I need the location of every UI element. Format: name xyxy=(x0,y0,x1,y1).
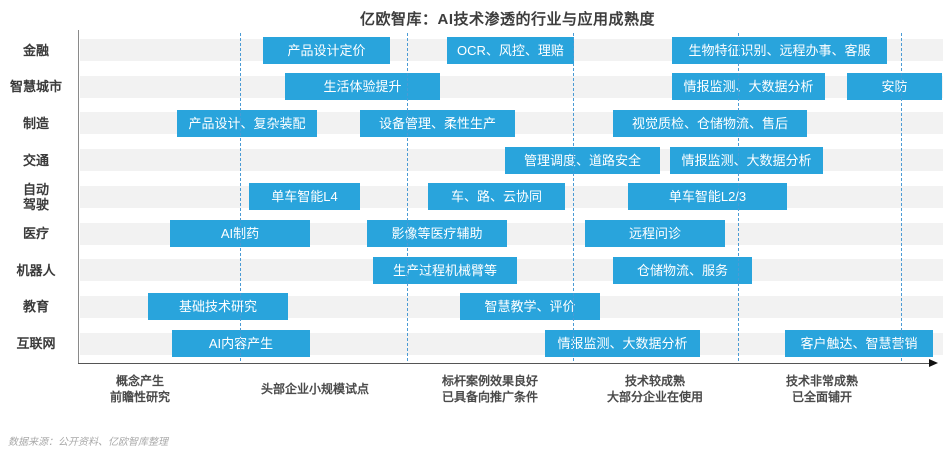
application-box: 客户触达、智慧营销 xyxy=(785,330,933,358)
application-box: 远程问诊 xyxy=(585,220,725,247)
industry-label: 医疗 xyxy=(22,226,49,241)
x-axis-arrow-icon xyxy=(929,359,938,367)
application-box: OCR、风控、理赔 xyxy=(447,36,574,64)
maturity-stage-label: 技术非常成熟已全面铺开 xyxy=(732,373,912,405)
application-box: 生产过程机械臂等 xyxy=(373,256,517,284)
industry-label: 金融 xyxy=(22,42,49,58)
industry-label: 互联网 xyxy=(16,336,56,352)
application-box: AI内容产生 xyxy=(172,330,310,358)
stage-separator-dashed-line xyxy=(407,33,408,361)
stage-label-line: 已全面铺开 xyxy=(791,390,852,404)
industry-label: 制造 xyxy=(22,115,49,131)
maturity-stage-label: 头部企业小规模试点 xyxy=(225,373,405,397)
industry-label: 自动 驾驶 xyxy=(22,181,49,212)
industry-label: 智慧城市 xyxy=(9,79,62,95)
stage-label-line: 前瞻性研究 xyxy=(109,390,170,404)
x-axis-line xyxy=(78,363,933,364)
industry-label: 机器人 xyxy=(16,262,56,278)
stage-label-line: 标杆案例效果良好 xyxy=(441,374,538,388)
stage-label-line: 头部企业小规模试点 xyxy=(260,382,369,396)
data-source-note: 数据来源：公开资料、亿欧智库整理 xyxy=(8,437,168,448)
chart-title: 亿欧智库：AI技术渗透的行业与应用成熟度 xyxy=(359,11,655,28)
application-box: 车、路、云协同 xyxy=(428,183,565,211)
application-box: 仓储物流、服务 xyxy=(613,256,752,284)
application-box: 单车智能L2/3 xyxy=(628,183,787,211)
application-box: 管理调度、道路安全 xyxy=(505,146,660,174)
application-box: 智慧教学、评价 xyxy=(460,293,600,321)
stage-separator-dashed-line xyxy=(738,33,739,361)
application-box: 情报监测、大数据分析 xyxy=(545,330,700,358)
stage-label-line: 已具备向推广条件 xyxy=(441,390,538,404)
application-box: 生物特征识别、远程办事、客服 xyxy=(672,36,887,64)
stage-separator-dashed-line xyxy=(240,33,241,361)
stage-label-line: 技术非常成熟 xyxy=(785,374,858,388)
application-box: 情报监测、大数据分析 xyxy=(670,146,823,174)
maturity-stage-label: 标杆案例效果良好已具备向推广条件 xyxy=(400,373,580,405)
maturity-stage-label: 概念产生前瞻性研究 xyxy=(50,373,230,405)
industry-label: 教育 xyxy=(22,299,49,315)
application-box: 单车智能L4 xyxy=(249,183,360,211)
maturity-stage-label: 技术较成熟大部分企业在使用 xyxy=(565,373,745,405)
application-box: 设备管理、柔性生产 xyxy=(360,109,515,137)
y-axis-line xyxy=(78,30,79,364)
application-box: 产品设计、复杂装配 xyxy=(177,109,317,137)
stage-label-line: 概念产生 xyxy=(115,374,164,388)
stage-label-line: 技术较成熟 xyxy=(624,374,685,388)
application-box: 基础技术研究 xyxy=(148,293,288,321)
industry-label: 交通 xyxy=(22,152,49,168)
stage-separator-dashed-line xyxy=(901,33,902,361)
application-box: 生活体验提升 xyxy=(285,73,440,101)
application-box: 影像等医疗辅助 xyxy=(367,220,507,247)
stage-separator-dashed-line xyxy=(573,33,574,361)
application-box: 情报监测、大数据分析 xyxy=(672,73,825,101)
stage-label-line: 大部分企业在使用 xyxy=(606,390,703,404)
application-box: 安防 xyxy=(847,73,942,101)
application-box: 视觉质检、仓储物流、售后 xyxy=(613,109,807,137)
application-box: 产品设计定价 xyxy=(263,36,390,64)
